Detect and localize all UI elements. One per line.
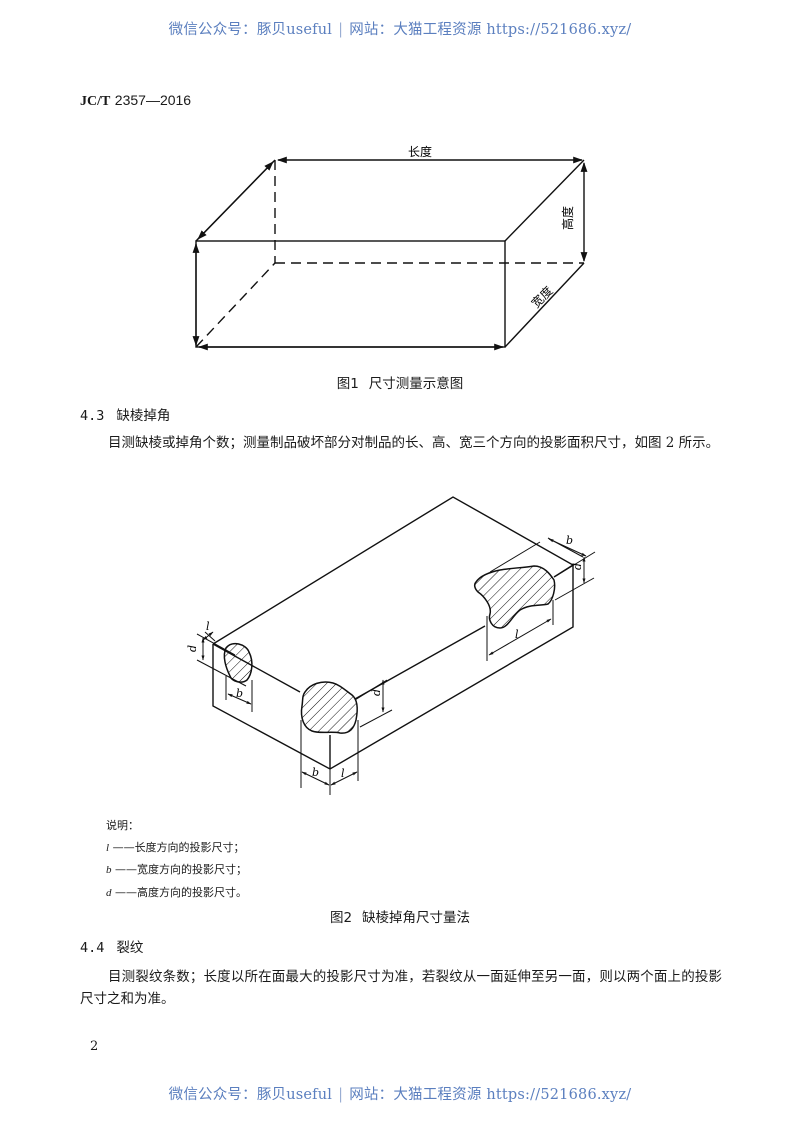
legend-item-l: l ——长度方向的投影尺寸； [106,837,247,860]
watermark-top: 微信公众号：豚贝useful | 网站：大猫工程资源 https://521686.… [0,18,800,39]
legend-symbol: b [106,864,112,876]
dim-d-corner: d [370,689,383,696]
watermark-separator: | [338,1087,344,1103]
dim-d-right: d [571,563,584,570]
watermark-wechat: 微信公众号：豚贝useful [168,1087,333,1103]
dim-d-left: d [186,645,199,652]
standard-prefix: JC/T [80,94,111,109]
legend-symbol: l [106,841,110,854]
section-4-3-heading: 4.3 缺棱掉角 [80,404,170,424]
section-4-4-number: 4.4 [80,940,105,956]
legend-symbol: d [106,886,112,899]
section-4-3-body: 目测缺棱或掉角个数；测量制品破坏部分对制品的长、高、宽三个方向的投影面积尺寸，如… [108,435,720,451]
section-4-3-number: 4.3 [80,408,105,424]
dim-b-right: b [566,534,573,547]
figure-2-chipped-edge-diagram: l d b b l d b d l [186,496,596,795]
legend-dash: —— [112,840,135,854]
figure-1-title: 尺寸测量示意图 [368,376,464,392]
figure-1-number: 图1 [336,376,359,392]
legend-item-b: b ——宽度方向的投影尺寸； [106,859,247,882]
section-4-4-heading: 4.4 裂纹 [80,936,143,956]
legend-text: 宽度方向的投影尺寸； [137,863,247,876]
dim-l-right: l [515,628,519,641]
page-number: 2 [90,1039,99,1054]
watermark-bottom: 微信公众号：豚贝useful | 网站：大猫工程资源 https://521686.… [0,1083,800,1104]
figure-1-dimension-diagram: 长度 高度 宽度 [192,144,588,351]
figure-1-caption: 图1 尺寸测量示意图 [0,372,800,392]
watermark-wechat: 微信公众号：豚贝useful [168,22,333,38]
dim-b-left: b [236,687,243,700]
legend-text: 高度方向的投影尺寸。 [137,885,247,899]
watermark-site: 网站：大猫工程资源 https://521686.xyz/ [349,22,632,38]
watermark-separator: | [338,22,344,38]
standard-code: JC/T 2357—2016 [80,92,191,110]
legend-text: 长度方向的投影尺寸； [134,840,245,854]
section-4-4-title: 裂纹 [116,940,144,956]
label-length: 长度 [408,144,432,159]
figure-2-caption: 图2 缺棱掉角尺寸量法 [0,906,800,926]
dim-l-corner: l [341,767,345,780]
figure-2-legend: 说明： l ——长度方向的投影尺寸； b ——宽度方向的投影尺寸； d ——高度… [106,815,247,904]
section-4-3-title: 缺棱掉角 [116,408,171,424]
section-4-4-body: 目测裂纹条数；长度以所在面最大的投影尺寸为准，若裂纹从一面延伸至另一面，则以两个… [80,969,722,1007]
legend-dash: —— [115,885,137,899]
watermark-site: 网站：大猫工程资源 https://521686.xyz/ [349,1087,632,1103]
legend-dash: —— [115,863,137,876]
legend-heading: 说明： [106,819,139,832]
dim-b-corner: b [312,766,319,779]
label-height: 高度 [560,206,575,230]
figure-2-number: 图2 [329,910,353,926]
standard-number: 2357—2016 [114,92,192,108]
dim-l-left: l [206,620,210,633]
figure-2-title: 缺棱掉角尺寸量法 [362,910,471,926]
legend-item-d: d ——高度方向的投影尺寸。 [106,882,247,905]
